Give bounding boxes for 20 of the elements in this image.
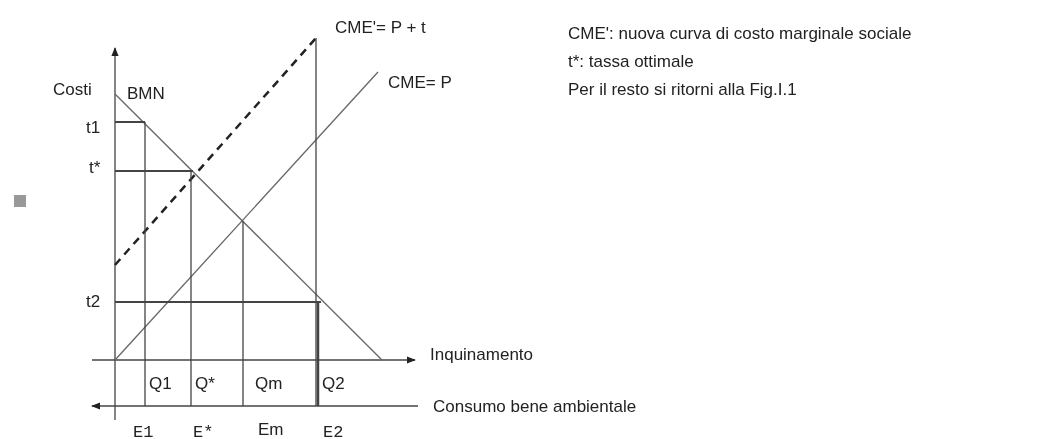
axis-tick-label: t* xyxy=(89,158,101,178)
curve-label: CME'= P + t xyxy=(335,18,426,38)
axis-label: Inquinamento xyxy=(430,345,534,365)
note-text: t*: tassa ottimale xyxy=(568,52,694,72)
axis-tick-label: t1 xyxy=(86,118,101,138)
axis-tick-label: t2 xyxy=(86,292,101,312)
axis-tick-label: E1 xyxy=(133,423,154,439)
note-text: CME': nuova curva di costo marginale sociale xyxy=(568,24,912,44)
axis-tick-label: Q1 xyxy=(149,374,172,394)
axis-label: Consumo bene ambientale xyxy=(433,397,637,417)
curve-label: BMN xyxy=(127,84,165,104)
axis-tick-label: E* xyxy=(193,423,214,439)
curve-label: CME= P xyxy=(388,73,452,93)
axis-label: Costi xyxy=(53,80,92,100)
axis-tick-label: Q2 xyxy=(322,374,345,394)
axis-tick-label: Q* xyxy=(195,374,215,394)
axis-tick-label: Qm xyxy=(255,374,283,394)
axis-tick-label: Em xyxy=(258,420,284,439)
note-text: Per il resto si ritorni alla Fig.I.1 xyxy=(568,80,797,100)
axis-tick-label: E2 xyxy=(323,423,344,439)
